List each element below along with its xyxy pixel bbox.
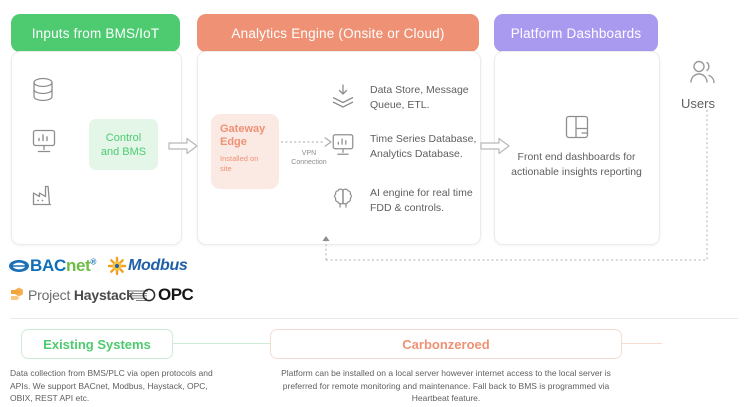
users-label: Users [681, 96, 715, 111]
bacnet-logo: BACnet® [8, 256, 96, 276]
project-haystack-logo: Project Haystack [8, 286, 134, 304]
panel-header-platform-dashboards: Platform Dashboards [494, 14, 658, 52]
modbus-mark-icon [107, 256, 127, 276]
carbonzeroed-caption: Platform can be installed on a local ser… [281, 368, 611, 403]
modbus-logo-text: Modbus [128, 257, 188, 274]
existing-systems-caption: Data collection from BMS/PLC via open pr… [10, 368, 213, 403]
arrow-inputs-to-engine [168, 136, 198, 161]
layers-download-icon [330, 83, 356, 114]
opc-mark-icon [128, 288, 156, 302]
carbonzeroed-box[interactable]: Carbonzeroed [270, 329, 622, 359]
opc-logo: OPC [128, 285, 194, 305]
engine-row-time-series-text: Time Series Database,Analytics Database. [370, 133, 477, 160]
users-icon [686, 58, 720, 95]
panel-header-inputs-label: Inputs from BMS/IoT [31, 25, 160, 41]
factory-icon [30, 181, 58, 212]
bacnet-mark-icon [9, 260, 29, 272]
panel-header-inputs: Inputs from BMS/IoT [11, 14, 180, 52]
panel-header-analytics-engine-label: Analytics Engine (Onsite or Cloud) [231, 25, 445, 41]
section-divider [10, 318, 738, 319]
panel-header-platform-dashboards-label: Platform Dashboards [510, 25, 642, 41]
vpn-connection-arrow [281, 135, 333, 153]
panel-header-analytics-engine: Analytics Engine (Onsite or Cloud) [197, 14, 479, 52]
modbus-logo: Modbus [106, 255, 188, 277]
bacnet-logo-text: BACnet® [30, 256, 97, 275]
monitor-chart-icon [330, 132, 356, 163]
engine-row-time-series: Time Series Database,Analytics Database. [330, 132, 492, 163]
existing-systems-box[interactable]: Existing Systems [21, 329, 173, 359]
opc-logo-text: OPC [158, 285, 194, 304]
feedback-loop-connector [320, 110, 740, 275]
layout-grid-icon [563, 113, 591, 146]
brain-icon [330, 186, 356, 217]
project-haystack-logo-text: Project Haystack [28, 287, 134, 303]
database-icon [30, 76, 56, 109]
monitor-chart-icon [30, 128, 58, 160]
haystack-mark-icon [11, 287, 23, 300]
connector-existing-to-carbonzeroed [173, 343, 270, 344]
arrow-engine-to-dashboards [480, 136, 510, 161]
existing-systems-label: Existing Systems [43, 336, 151, 352]
carbonzeroed-label: Carbonzeroed [402, 336, 490, 352]
panel-platform-dashboards [494, 51, 660, 245]
connector-carbonzeroed-right [622, 343, 662, 344]
